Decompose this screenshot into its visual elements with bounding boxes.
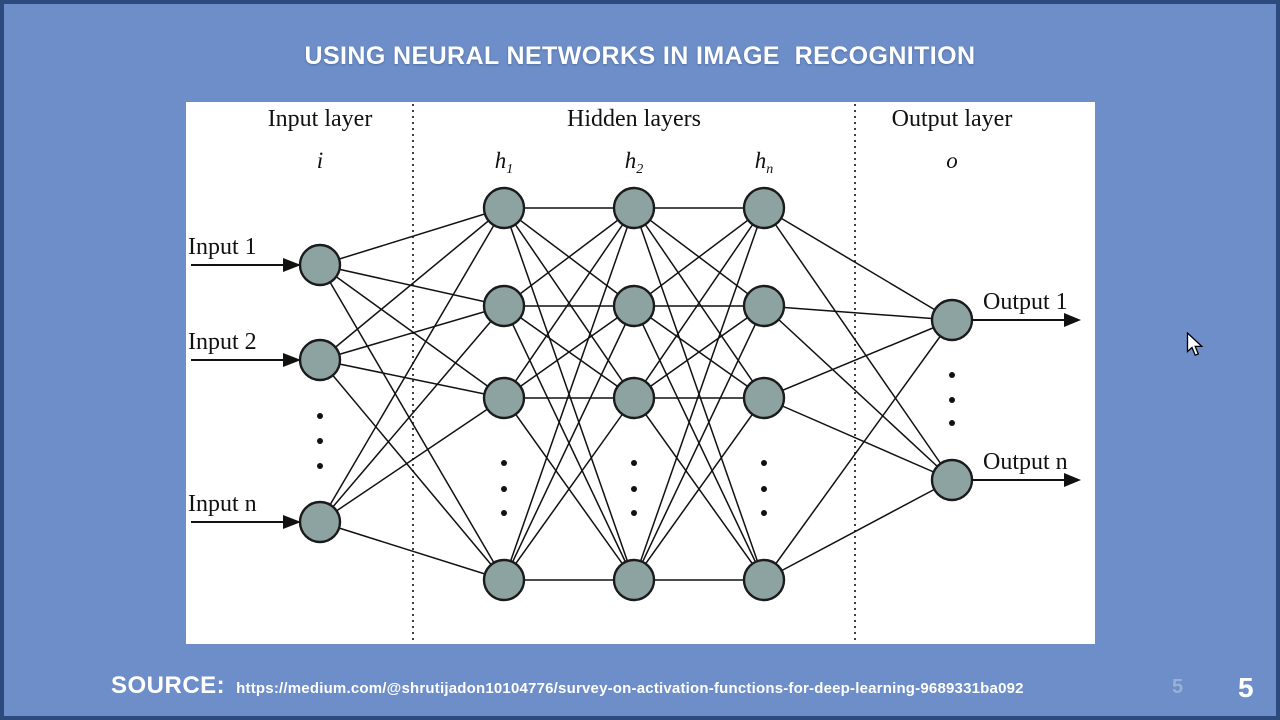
- neuron-node: [742, 284, 786, 328]
- connection-edge: [503, 207, 635, 581]
- diagram-panel: Input layer Hidden layers Output layer i h1 h…: [186, 102, 1095, 644]
- layer-symbol: h1: [495, 148, 514, 177]
- connection-edge: [763, 479, 953, 581]
- neuron-node: [930, 458, 974, 502]
- layer-symbol: hn: [755, 148, 774, 177]
- connection-edge: [763, 305, 953, 321]
- arrow-head: [1064, 313, 1081, 327]
- input-label: Input 1: [188, 234, 257, 260]
- neuron-node: [298, 500, 342, 544]
- ellipsis-dot: [949, 397, 955, 403]
- ellipsis-dot: [501, 486, 507, 492]
- neuron-node: [612, 558, 656, 602]
- neuron-node: [930, 298, 974, 342]
- arrow-head: [283, 515, 301, 529]
- connection-edge: [503, 397, 635, 581]
- ellipsis-dot: [631, 486, 637, 492]
- source-label: SOURCE:: [111, 672, 226, 699]
- neuron-node: [298, 243, 342, 287]
- neuron-node: [482, 376, 526, 420]
- layer-symbol: i: [317, 148, 323, 173]
- connection-edge: [319, 305, 505, 523]
- ellipsis-dot: [761, 486, 767, 492]
- neuron-node: [612, 284, 656, 328]
- ellipsis-dot: [631, 460, 637, 466]
- connection-edge: [763, 319, 953, 581]
- neuron-node: [482, 186, 526, 230]
- connection-edge: [503, 305, 635, 399]
- connection-edge: [633, 305, 765, 581]
- connection-edge: [633, 397, 765, 581]
- connection-edge: [763, 305, 953, 481]
- connection-edge: [633, 305, 765, 399]
- connection-edge: [319, 264, 505, 307]
- ellipsis-dot: [949, 372, 955, 378]
- connection-edge: [763, 397, 953, 481]
- connection-edge: [503, 207, 635, 399]
- output-label: Output n: [983, 449, 1068, 475]
- ellipsis-dot: [761, 460, 767, 466]
- neuron-node: [742, 376, 786, 420]
- connection-edge: [319, 521, 505, 581]
- connection-edge: [319, 264, 505, 581]
- input-label: Input 2: [188, 329, 257, 355]
- connection-edge: [319, 207, 505, 266]
- connection-edge: [319, 207, 505, 361]
- slide-title: USING NEURAL NETWORKS IN IMAGE RECOGNITI…: [304, 42, 976, 70]
- connection-edge: [503, 305, 635, 581]
- neuron-node: [482, 284, 526, 328]
- connection-edge: [763, 319, 953, 399]
- ellipsis-dot: [501, 460, 507, 466]
- source-url: https://medium.com/@shrutijadon10104776/…: [236, 680, 1024, 697]
- connection-edge: [633, 207, 765, 307]
- connection-edge: [763, 207, 953, 321]
- connection-edge: [633, 207, 765, 399]
- page-number: 5: [1238, 672, 1254, 703]
- neuron-node: [612, 376, 656, 420]
- ellipsis-dot: [761, 510, 767, 516]
- neuron-node: [482, 558, 526, 602]
- output-label: Output 1: [983, 289, 1068, 315]
- ellipsis-dot: [317, 413, 323, 419]
- arrow-head: [283, 258, 301, 272]
- connection-edge: [319, 359, 505, 581]
- connection-edge: [319, 359, 505, 399]
- arrow-head: [1064, 473, 1081, 487]
- layer-header-label: Output layer: [892, 106, 1013, 132]
- connection-edge: [763, 207, 953, 481]
- neural-network-diagram: Input layer Hidden layers Output layer i h1 h…: [188, 104, 1081, 642]
- connection-edge: [633, 207, 765, 581]
- connection-edge: [319, 207, 505, 523]
- connection-edge: [319, 264, 505, 399]
- source-line: SOURCE: https://medium.com/@shrutijadon1…: [111, 672, 1024, 700]
- neuron-node: [298, 338, 342, 382]
- connection-edge: [319, 305, 505, 361]
- connection-edge: [503, 207, 635, 307]
- page-number-ghost: 5: [1172, 676, 1184, 698]
- ellipsis-dot: [631, 510, 637, 516]
- ellipsis-dot: [949, 420, 955, 426]
- ellipsis-dot: [501, 510, 507, 516]
- layer-header-label: Input layer: [268, 106, 373, 132]
- neuron-node: [742, 558, 786, 602]
- layer-symbol: h2: [625, 148, 644, 177]
- neuron-node: [612, 186, 656, 230]
- layer-symbol: o: [946, 148, 958, 173]
- connection-edge: [319, 397, 505, 523]
- mouse-cursor-icon: [1186, 332, 1204, 357]
- ellipsis-dot: [317, 438, 323, 444]
- arrow-head: [283, 353, 301, 367]
- input-label: Input n: [188, 491, 257, 517]
- layer-header-label: Hidden layers: [567, 106, 701, 132]
- ellipsis-dot: [317, 463, 323, 469]
- neuron-node: [742, 186, 786, 230]
